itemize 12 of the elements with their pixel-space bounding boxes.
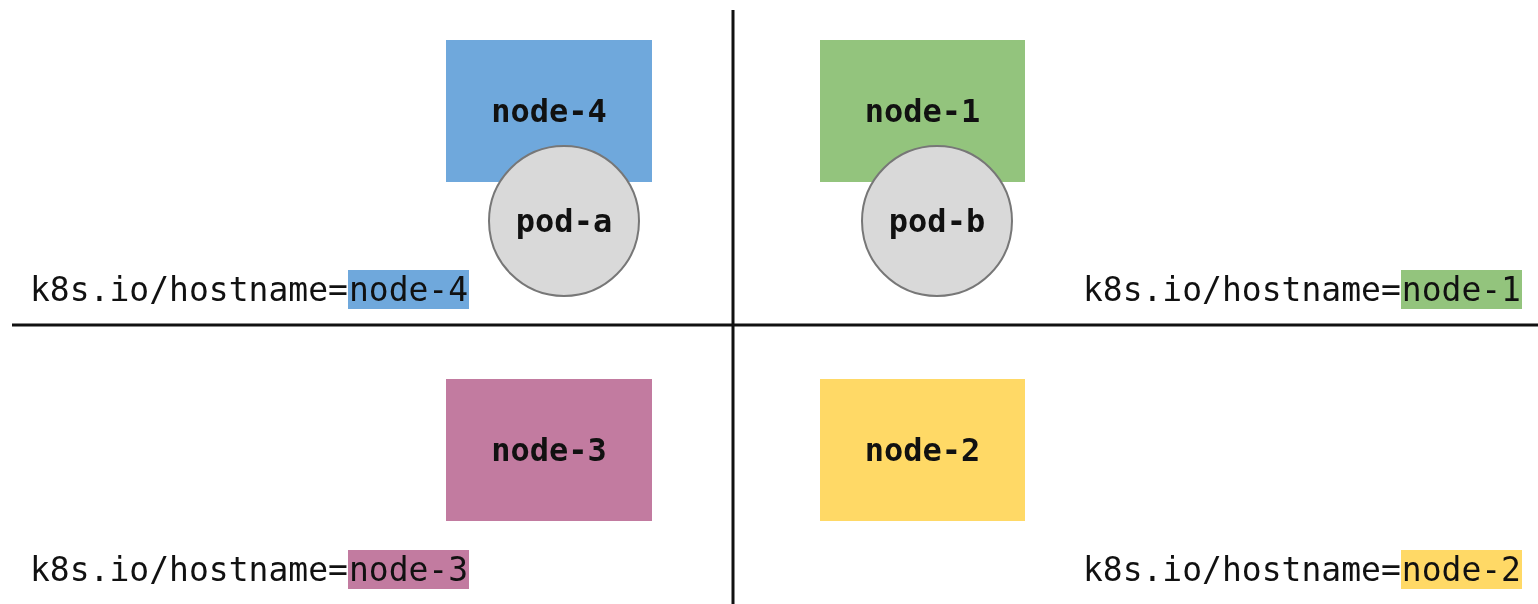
node-box (820, 379, 1025, 521)
hostname-label: k8s.io/hostname=node-4 (30, 270, 470, 310)
hostname-label: k8s.io/hostname=node-1 (1082, 270, 1522, 310)
pod-name: pod-b (888, 202, 986, 240)
node-name: node-3 (491, 431, 607, 469)
node-box (446, 379, 652, 521)
node-name: node-2 (864, 431, 981, 469)
node-name: node-1 (864, 92, 981, 130)
node-name: node-4 (491, 92, 607, 130)
hostname-label: k8s.io/hostname=node-3 (30, 550, 470, 590)
hostname-label: k8s.io/hostname=node-2 (1082, 550, 1522, 590)
pod-name: pod-a (515, 202, 613, 240)
